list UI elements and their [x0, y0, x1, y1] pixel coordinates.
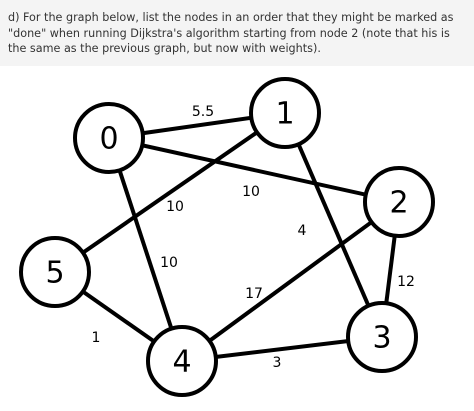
edge-weight-4-3: 3: [273, 355, 282, 371]
edge-1-5: [53, 111, 287, 274]
edge-weight-1-5: 10: [166, 199, 184, 215]
edge-weight-2-3: 12: [397, 274, 415, 290]
edge-1-3: [283, 112, 384, 338]
node-circle-1: [249, 77, 321, 149]
node-circle-2: [363, 166, 435, 238]
edge-weight-2-4: 17: [245, 286, 263, 302]
node-circle-4: [146, 325, 218, 397]
node-label-5: 5: [45, 256, 64, 291]
edge-0-4: [107, 137, 184, 362]
edge-weight-0-2: 10: [242, 184, 260, 200]
edge-weight-0-4: 10: [160, 255, 178, 271]
edge-weight-5-4: 1: [92, 330, 101, 346]
question-panel: d) For the graph below, list the nodes i…: [0, 0, 474, 66]
node-label-2: 2: [389, 186, 408, 221]
node-label-0: 0: [99, 122, 118, 157]
node-4: 4: [146, 325, 218, 397]
node-label-3: 3: [372, 321, 391, 356]
node-circle-5: [19, 236, 91, 308]
edge-weight-0-1: 5.5: [192, 104, 214, 120]
node-circle-0: [73, 102, 145, 174]
edge-weight-1-3: 4: [298, 223, 307, 239]
node-2: 2: [363, 166, 435, 238]
node-0: 0: [73, 102, 145, 174]
node-label-1: 1: [275, 97, 294, 132]
edge-2-4: [180, 200, 401, 363]
node-label-4: 4: [172, 345, 191, 380]
node-circle-3: [346, 301, 418, 373]
question-text: d) For the graph below, list the nodes i…: [8, 11, 454, 55]
node-3: 3: [346, 301, 418, 373]
edge-0-2: [108, 136, 400, 204]
node-1: 1: [249, 77, 321, 149]
node-5: 5: [19, 236, 91, 308]
